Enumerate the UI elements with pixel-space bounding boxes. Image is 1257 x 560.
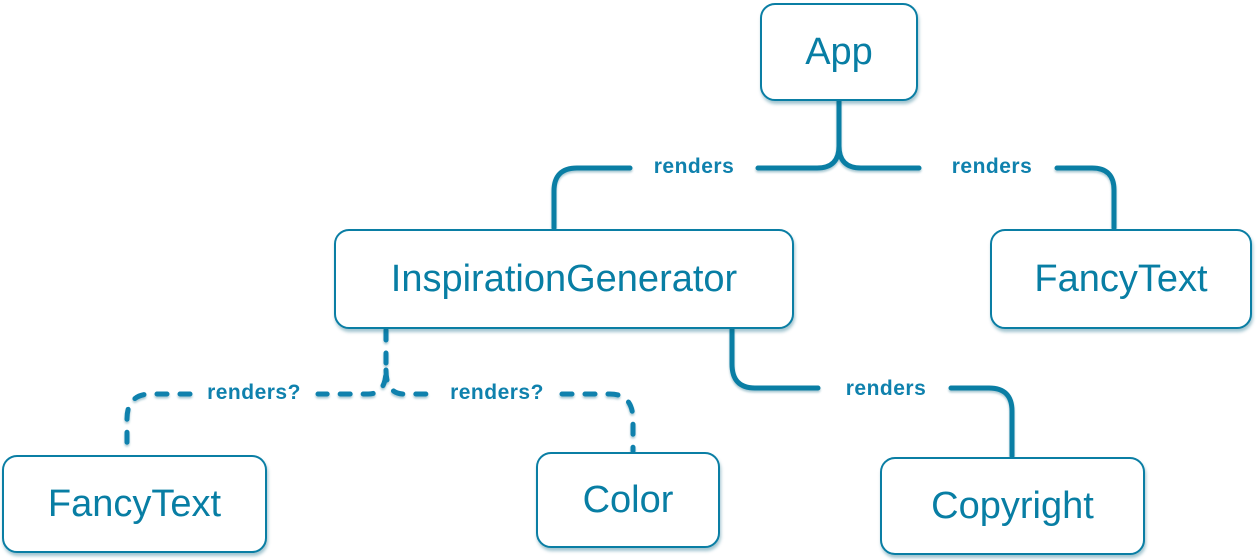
node-inspiration-generator: InspirationGenerator <box>334 229 794 329</box>
edge-dashed-into-color <box>559 391 636 454</box>
edge-into-copyright <box>948 385 1015 459</box>
edge-app-split-right <box>836 98 922 171</box>
edge-label-inspirationgenerator-fancytext: renders? <box>207 381 301 404</box>
edge-label-app-inspirationgenerator: renders <box>653 155 735 178</box>
edge-label-app-fancytext: renders <box>951 155 1033 178</box>
edge-into-inspiration <box>551 165 633 231</box>
node-fancy-text-top: FancyText <box>990 229 1252 329</box>
node-app: App <box>760 3 918 101</box>
edge-dashed-flare-right <box>383 367 435 397</box>
edge-dashed-stem-left <box>315 327 389 397</box>
node-copyright: Copyright <box>880 457 1145 555</box>
edge-dashed-into-fancytext-bottom <box>124 391 193 457</box>
node-fancy-text-bottom: FancyText <box>2 455 267 553</box>
edge-label-inspirationgenerator-color: renders? <box>450 381 544 404</box>
edge-into-fancytext-top <box>1054 165 1117 231</box>
edge-app-split-left <box>755 98 842 171</box>
edge-inspiration-out <box>729 326 821 391</box>
edge-label-inspirationgenerator-copyright: renders <box>845 377 927 400</box>
node-color: Color <box>536 452 720 548</box>
